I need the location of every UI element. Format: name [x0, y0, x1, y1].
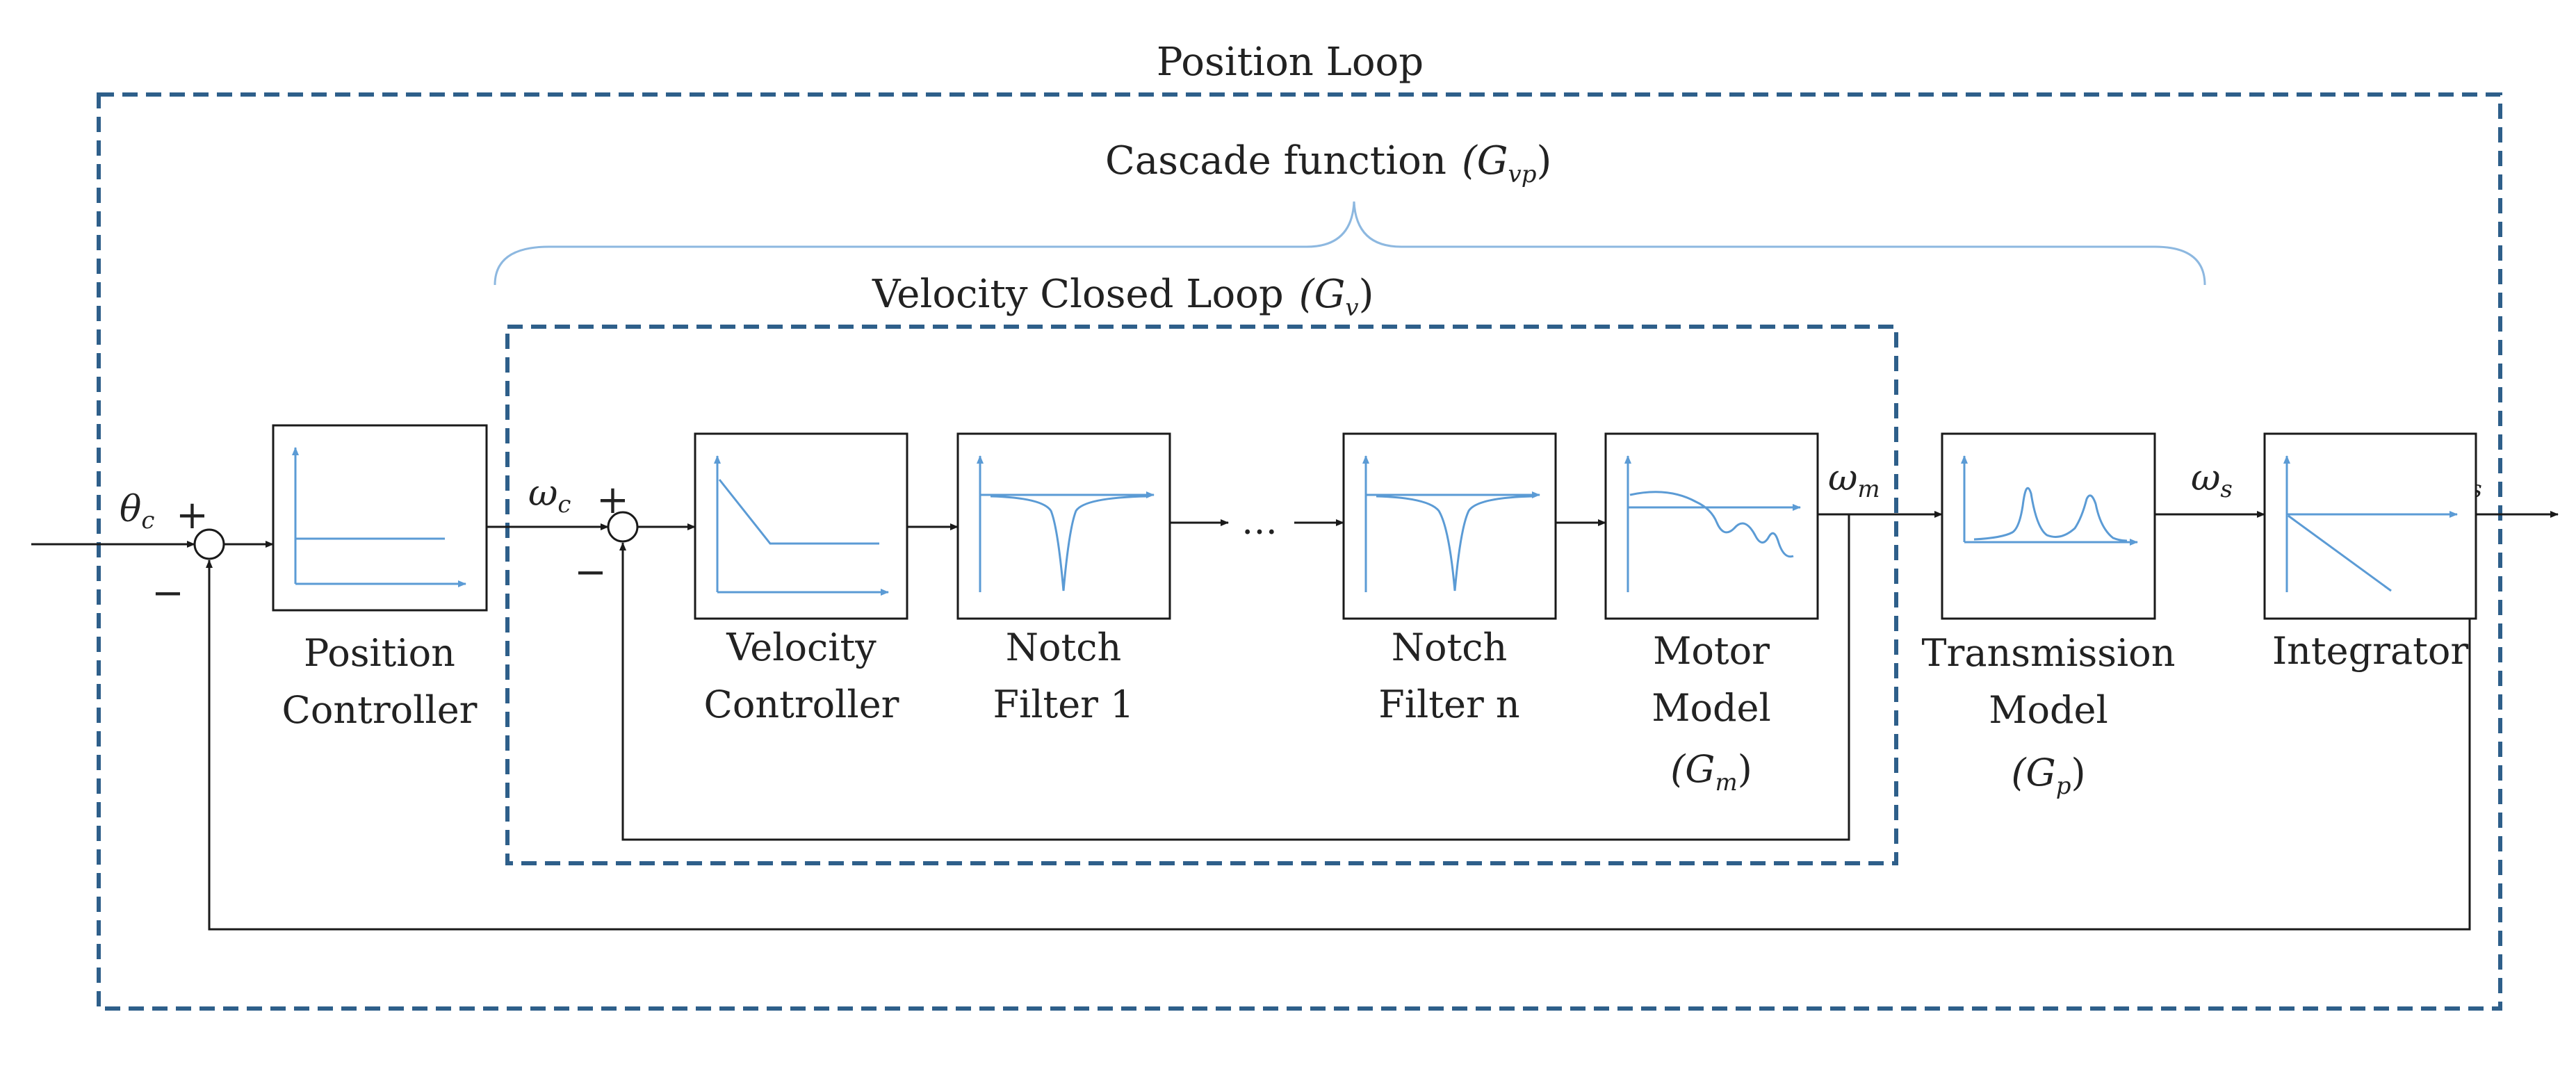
notch-filter-n-label: Notch — [1392, 626, 1507, 669]
minus-sign-position: − — [152, 571, 184, 616]
theta-c-label: θc — [120, 489, 154, 534]
notch-filter-1-label: Notch — [1006, 626, 1121, 669]
velocity-controller-label-2: Controller — [704, 683, 899, 726]
omega-c-label: ωc — [528, 473, 571, 519]
ellipsis-label: … — [1241, 501, 1278, 543]
transmission-model-label-2: Model — [1989, 688, 2108, 732]
position-loop-title: Position Loop — [1157, 40, 1424, 85]
velocity-controller-label: Velocity — [726, 626, 877, 669]
omega-m-label: ωm — [1828, 457, 1880, 503]
summing-junction-velocity — [607, 511, 639, 543]
plus-sign-velocity: + — [596, 478, 629, 523]
integrator-block — [2263, 432, 2477, 620]
transmission-model-block — [1941, 432, 2156, 620]
velocity-controller-block — [694, 432, 908, 620]
position-controller-label: Position — [304, 631, 455, 675]
notch-filter-n-block — [1342, 432, 1557, 620]
plus-sign-position: + — [176, 493, 209, 538]
position-controller-block — [272, 424, 488, 612]
cascade-brace — [494, 201, 2206, 286]
position-feedback-wire — [206, 514, 2471, 931]
motor-model-label: Motor — [1653, 629, 1770, 673]
motor-model-block — [1604, 432, 1819, 620]
omega-s-label: ωs — [2191, 457, 2233, 503]
cascade-function-label: Cascade function(Gvp) — [1105, 138, 1551, 188]
notch-filter-1-block — [956, 432, 1171, 620]
velocity-feedback-wire — [619, 514, 1850, 841]
transmission-model-symbol: (Gp) — [2011, 751, 2085, 800]
notch-filter-1-label-2: Filter 1 — [993, 683, 1134, 726]
motor-model-label-2: Model — [1652, 686, 1771, 730]
velocity-loop-title: Velocity Closed Loop(Gv) — [872, 272, 1373, 322]
transmission-model-label: Transmission — [1922, 631, 2176, 675]
position-controller-label-2: Controller — [282, 688, 478, 732]
position-loop-boundary — [97, 92, 2502, 1011]
minus-sign-velocity: − — [574, 550, 607, 595]
motor-model-symbol: (Gm) — [1670, 747, 1752, 797]
summing-junction-position — [193, 528, 225, 560]
velocity-loop-boundary — [505, 325, 1898, 865]
notch-filter-n-label-2: Filter n — [1378, 683, 1519, 726]
integrator-label: Integrator — [2272, 629, 2469, 673]
